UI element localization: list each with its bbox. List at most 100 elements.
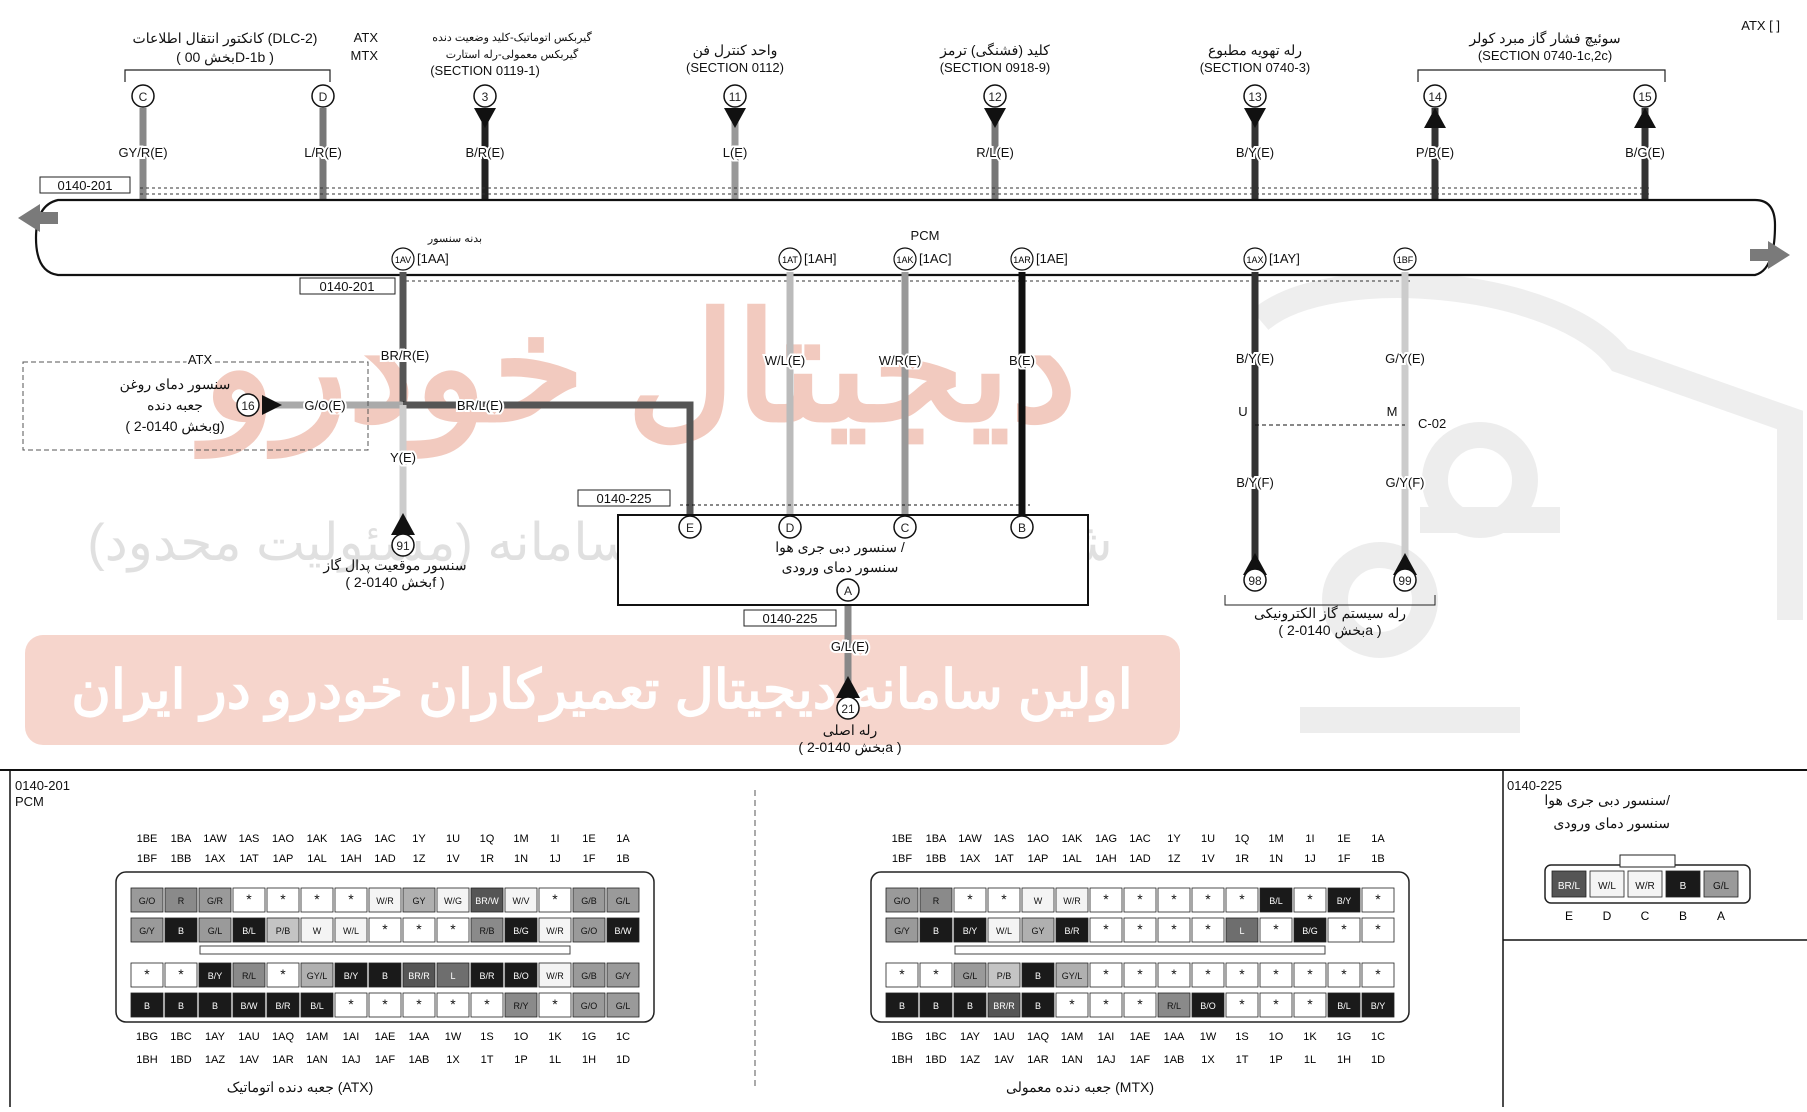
conn-atx-cell-label-3-4: B/R [275,1001,291,1011]
right-conn-pin-1: D [1603,909,1612,923]
right-conn-pin-3: B [1679,909,1687,923]
w-by: B/Y(E) [1236,351,1274,366]
conn-mtx-cell-label-0-3: * [1001,891,1007,907]
conn-atx-cell-1-12 [538,917,572,943]
maf-bottom: A [844,584,852,598]
brake-title: کلید (فشنگی) ترمز [939,42,1050,59]
conn-atx-cell-2-3 [232,962,266,988]
conn-mtx-top1-3: 1AS [994,833,1015,845]
conn-mtx-cell-label-0-13: B/Y [1337,896,1352,906]
top-wire-color-0: GY/R(E) [118,145,167,160]
conn-mtx-bot2-12: 1L [1304,1054,1316,1066]
conn-mtx-cell-label-1-13: * [1341,921,1347,937]
ac-title: رله تهویه مطبوع [1208,42,1302,59]
conn-atx-bot1-5: 1AM [306,1031,329,1043]
atx-box-l3: ( بخش 0140-2g) [125,418,224,435]
conn-mtx-cell-label-2-7: * [1137,966,1143,982]
right-l1: سنسور دبی جری هوا/ [1544,792,1670,809]
conn-mtx-cell-2-12 [1293,962,1327,988]
conn-atx-cell-3-8 [402,992,436,1018]
bottom-pin-extra-4: [1AY] [1269,251,1300,266]
conn-mtx-cell-label-1-10: L [1239,926,1244,936]
conn-mtx-bot1-2: 1AY [960,1031,981,1043]
conn-atx-bot1-6: 1AI [343,1031,360,1043]
top-wire-color-5: B/Y(E) [1236,145,1274,160]
conn-mtx-cell-label-3-9: B/O [1200,1001,1216,1011]
conn-mtx-cell-label-3-3: BR/R [993,1001,1015,1011]
conn-mtx-cell-2-0 [885,962,919,988]
conn-mtx-cell-label-2-8: * [1171,966,1177,982]
conn-atx-cell-3-12 [538,992,572,1018]
conn-mtx-cell-label-3-2: B [967,1001,973,1011]
conn-mtx-cell-label-2-9: * [1205,966,1211,982]
conn-mtx-bot1-5: 1AM [1061,1031,1084,1043]
maf-pin-0 [678,515,702,539]
bottom-pin-label-3: 1AR [1013,255,1031,265]
conn-atx-cell-1-1 [164,917,198,943]
conn-atx-cell-1-8 [402,917,436,943]
atx-box-l2: جعبه دنده [147,397,203,413]
conn-atx-bot2-1: 1BD [170,1054,191,1066]
conn-mtx-cell-label-2-4: B [1035,971,1041,981]
pcm-label: PCM [911,228,940,243]
conn-mtx-cell-label-2-1: * [933,966,939,982]
conn-atx-cell-label-0-3: * [246,891,252,907]
conn-atx-cell-label-2-4: * [280,966,286,982]
watermark-line3: اولین سامانه دیجیتال تعمیرکاران خودرو در… [71,660,1133,723]
conn-mtx-cell-3-10 [1225,992,1259,1018]
conn-mtx-cell-1-11 [1259,917,1293,943]
conn-atx-cell-label-1-4: P/B [276,926,291,936]
conn-atx-cell-label-3-9: * [450,996,456,1012]
main-relay-l2: ( بخش 0140-2a ) [798,739,901,756]
conn-mtx-top1-6: 1AG [1095,833,1117,845]
conn-mtx-cell-label-2-5: GY/L [1062,971,1083,981]
maf-pin-label-0: E [686,521,694,535]
conn-mtx-cell-label-3-0: B [899,1001,905,1011]
conn-mtx-top1-11: 1M [1268,833,1283,845]
pcm-conn-box [39,176,131,194]
top-wire-circle-0 [131,84,155,108]
bottom-pin-circle-5 [1393,247,1417,271]
fan-sub: (SECTION 0112) [686,60,784,75]
conn-atx-cell-0-10 [470,887,504,913]
ac-sub: (SECTION 0740-3) [1200,60,1311,75]
conn-mtx-top2-5: 1AL [1062,853,1082,865]
bottom-pin-label-5: 1BF [1397,255,1414,265]
bottom-pin-circle-2 [893,247,917,271]
conn-atx-cell-label-2-7: B [382,971,388,981]
conn-mtx-top1-10: 1Q [1235,833,1250,845]
conn-mtx-cell-2-6 [1089,962,1123,988]
w-wr: W/R(E) [879,353,922,368]
conn-mtx-cell-1-12 [1293,917,1327,943]
conn-mtx-cell-1-1 [919,917,953,943]
conn-mtx-cell-3-4 [1021,992,1055,1018]
fan-title: واحد کنترل فن [693,42,778,59]
conn-atx-cell-label-0-0: G/O [139,896,156,906]
conn-mtx-cell-label-2-10: * [1239,966,1245,982]
conn-atx-top2-9: 1V [446,853,460,865]
conn-atx-bot1-14: 1C [616,1031,630,1043]
conn-mtx-cell-label-0-7: * [1137,891,1143,907]
conn-atx-cell-label-0-14: G/L [616,896,631,906]
conn-atx-bot2-11: 1P [514,1054,527,1066]
conn-mtx-cell-label-1-5: B/R [1064,926,1080,936]
conn-mtx-top2-1: 1BB [926,853,947,865]
conn-mtx-cell-label-0-1: R [933,896,940,906]
bottom-pin-circle-3 [1010,247,1034,271]
conn-mtx-bot1-7: 1AE [1130,1031,1151,1043]
conn-mtx-cell-1-2 [953,917,987,943]
conn-mtx-cell-2-3 [987,962,1021,988]
conn-atx-bot1-3: 1AU [238,1031,259,1043]
conn-atx-bot2-5: 1AN [306,1054,327,1066]
conn-atx-cell-2-6 [334,962,368,988]
conn-atx-cell-2-11 [504,962,538,988]
maf-l1: سنسور دبی جری هوا / [775,539,905,556]
top-wire-color-4: R/L(E) [976,145,1014,160]
conn201-label: 0140-201 [320,279,375,294]
conn-atx-cell-0-0 [130,887,164,913]
conn-mtx-cell-label-3-4: B [1035,1001,1041,1011]
conn-mtx-bot1-14: 1C [1371,1031,1385,1043]
conn-atx-top2-3: 1AT [239,853,259,865]
conn-mtx-key [954,945,1326,955]
